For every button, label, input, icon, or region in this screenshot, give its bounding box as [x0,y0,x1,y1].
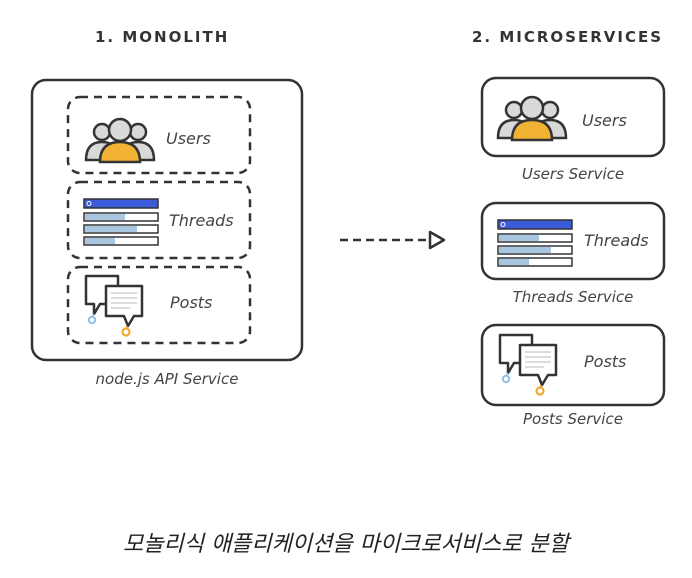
microservices-heading: 2. MICROSERVICES [472,28,664,46]
posts-service-label: Posts [584,352,627,371]
monolith-posts-label: Posts [170,293,213,312]
threads-service-caption: Threads Service [512,288,634,306]
monolith-threads-label: Threads [169,211,234,230]
figure-caption: 모놀리식 애플리케이션을 마이크로서비스로 분할 [122,532,570,557]
monolith-threads-module [66,180,252,260]
users-service-caption: Users Service [521,165,625,183]
monolith-heading: 1. MONOLITH [95,28,230,46]
monolith-users-label: Users [166,129,211,148]
monolith-posts-module [66,265,252,345]
posts-service-caption: Posts Service [523,410,623,428]
monolith-container [30,78,304,362]
transition-arrow-head-icon [428,230,446,250]
monolith-caption: node.js API Service [95,370,239,388]
users-service-label: Users [582,111,627,130]
threads-service-label: Threads [584,231,649,250]
monolith-users-module [66,95,252,175]
